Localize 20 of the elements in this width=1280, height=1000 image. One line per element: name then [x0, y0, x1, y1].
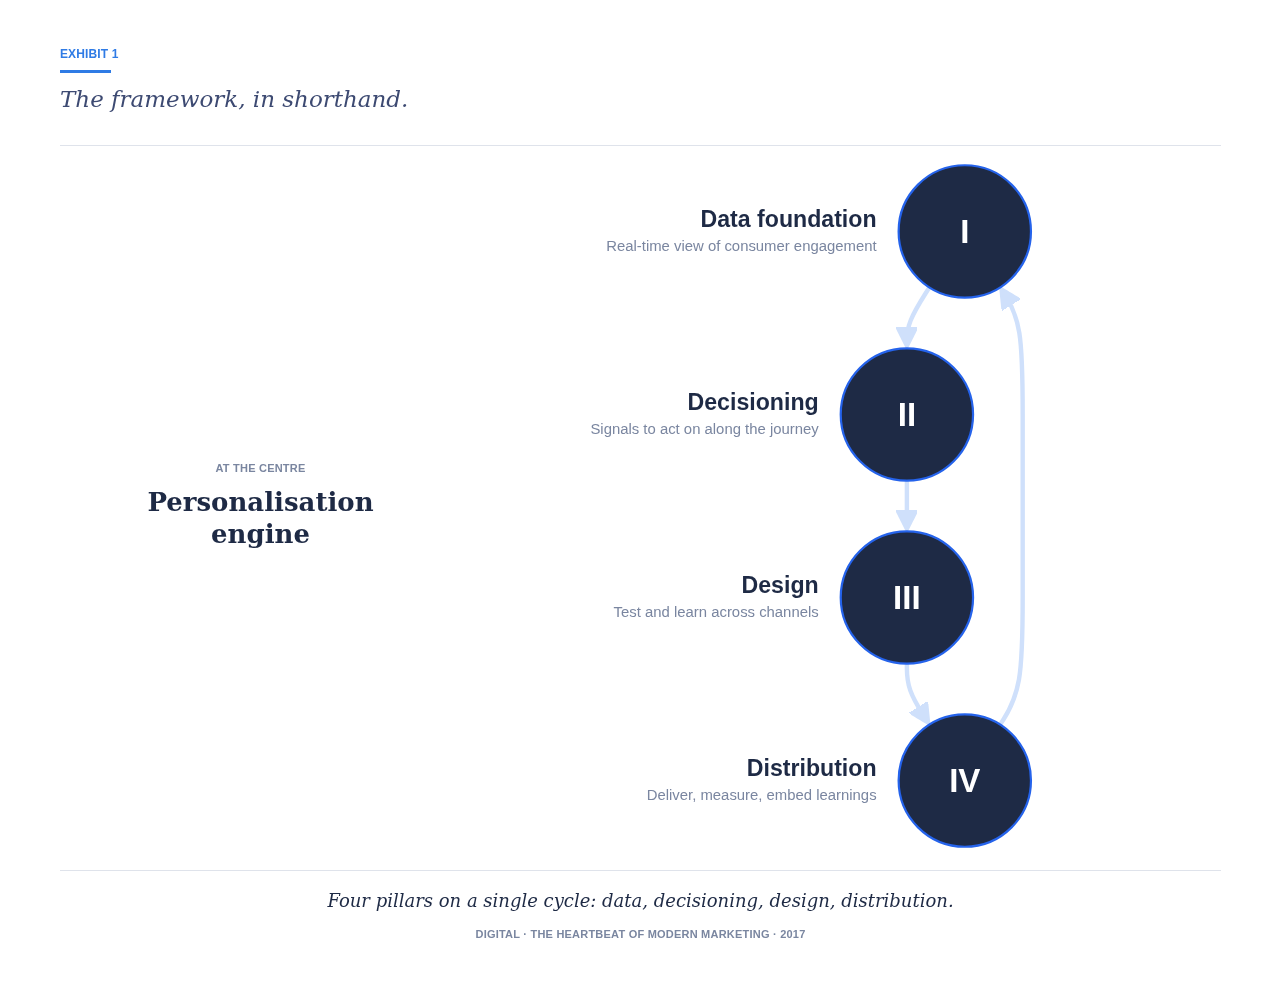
pillar-description: Signals to act on along the journey — [590, 421, 819, 438]
centre-heading: Personalisation engine — [146, 485, 375, 551]
numeral-circle: III — [839, 530, 975, 665]
numeral-circle: IV — [897, 713, 1032, 848]
pillar-title: Distribution — [746, 755, 877, 782]
figure-caption: Four pillars on a single cycle: data, decisioning, design, distribution. — [326, 890, 955, 911]
cycle-arrow — [998, 286, 1025, 726]
numeral-circle: I — [897, 164, 1032, 299]
figure-title: The framework, in shorthand. — [60, 86, 409, 112]
pillar-title: Design — [741, 572, 819, 599]
pillar-description: Test and learn across channels — [613, 604, 819, 621]
source-line: DIGITAL · THE HEARTBEAT OF MODERN MARKETING · 2017 — [474, 928, 807, 940]
cycle-arrow — [904, 663, 931, 726]
centre-kicker: AT THE CENTRE — [215, 461, 306, 474]
numeral-circle: II — [839, 347, 975, 482]
pillar-title: Data foundation — [700, 206, 877, 232]
exhibit-label: EXHIBIT 1 — [60, 47, 119, 61]
pillar-title: Decisioning — [687, 389, 819, 416]
pillar-description: Real-time view of consumer engagement — [606, 238, 877, 255]
pillar-description: Deliver, measure, embed learnings — [646, 787, 877, 804]
